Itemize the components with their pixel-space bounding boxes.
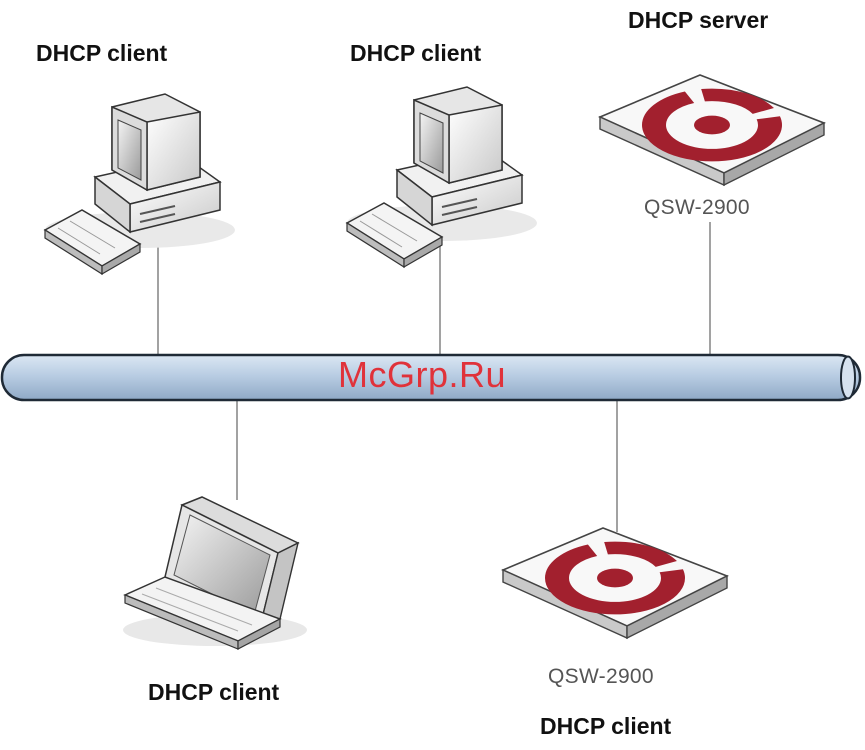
center-pc-label: DHCP client [350,40,481,67]
client-switch-model-label: QSW-2900 [548,665,654,689]
desktop-computer-icon [45,94,235,274]
network-switch-icon [503,528,727,638]
server-model-label: QSW-2900 [644,196,750,220]
desktop-computer-icon [347,87,537,267]
client-switch-label: DHCP client [540,713,671,740]
laptop-label: DHCP client [148,679,279,706]
laptop-icon [123,497,307,649]
left-pc-label: DHCP client [36,40,167,67]
server-label: DHCP server [628,7,768,34]
network-switch-icon [600,75,824,185]
watermark-text: McGrp.Ru [338,354,506,396]
